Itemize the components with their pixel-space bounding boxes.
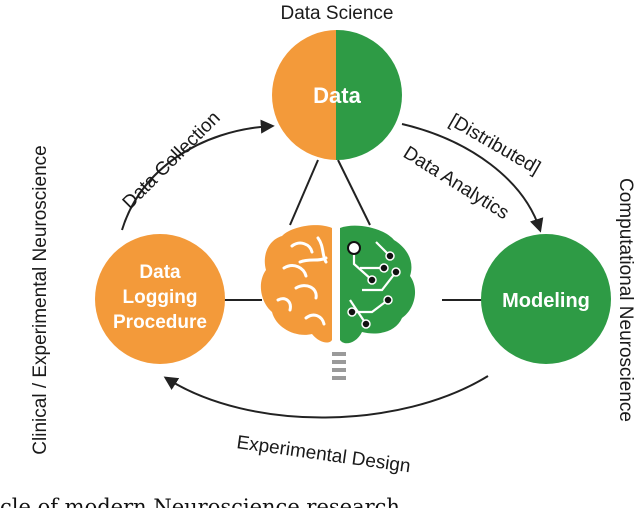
figure-caption: cle of modern Neuroscience research.: [0, 495, 407, 508]
experimental-design-arrow: [163, 375, 489, 419]
logging-node-line-3: Procedure: [113, 312, 207, 333]
modeling-node-label: Modeling: [502, 290, 590, 312]
data-analytics-arrow: [401, 123, 544, 233]
data-node: Data: [272, 30, 402, 160]
connector-right: [337, 159, 371, 226]
brain-icon: [260, 225, 416, 380]
data-collection-arrow: [121, 119, 275, 231]
brain-folds: [276, 236, 328, 326]
logging-node-line-1: Data: [139, 262, 181, 283]
modeling-node: Modeling: [481, 234, 611, 364]
brain-stem-chip: [332, 352, 346, 380]
connector-left: [289, 159, 319, 226]
logging-node: Data Logging Procedure: [95, 234, 225, 364]
brain-left-half: [260, 225, 332, 343]
experimental-design-label: Experimental Design: [235, 432, 412, 477]
data-collection-label: Data Collection: [119, 108, 225, 214]
data-science-label: Data Science: [280, 3, 393, 24]
logging-node-line-2: Logging: [123, 287, 198, 308]
computational-neuroscience-label: Computational Neuroscience: [615, 178, 636, 422]
data-node-label: Data: [313, 83, 361, 108]
clinical-neuroscience-label: Clinical / Experimental Neuroscience: [30, 145, 51, 454]
circuit-nodes: [347, 241, 401, 329]
